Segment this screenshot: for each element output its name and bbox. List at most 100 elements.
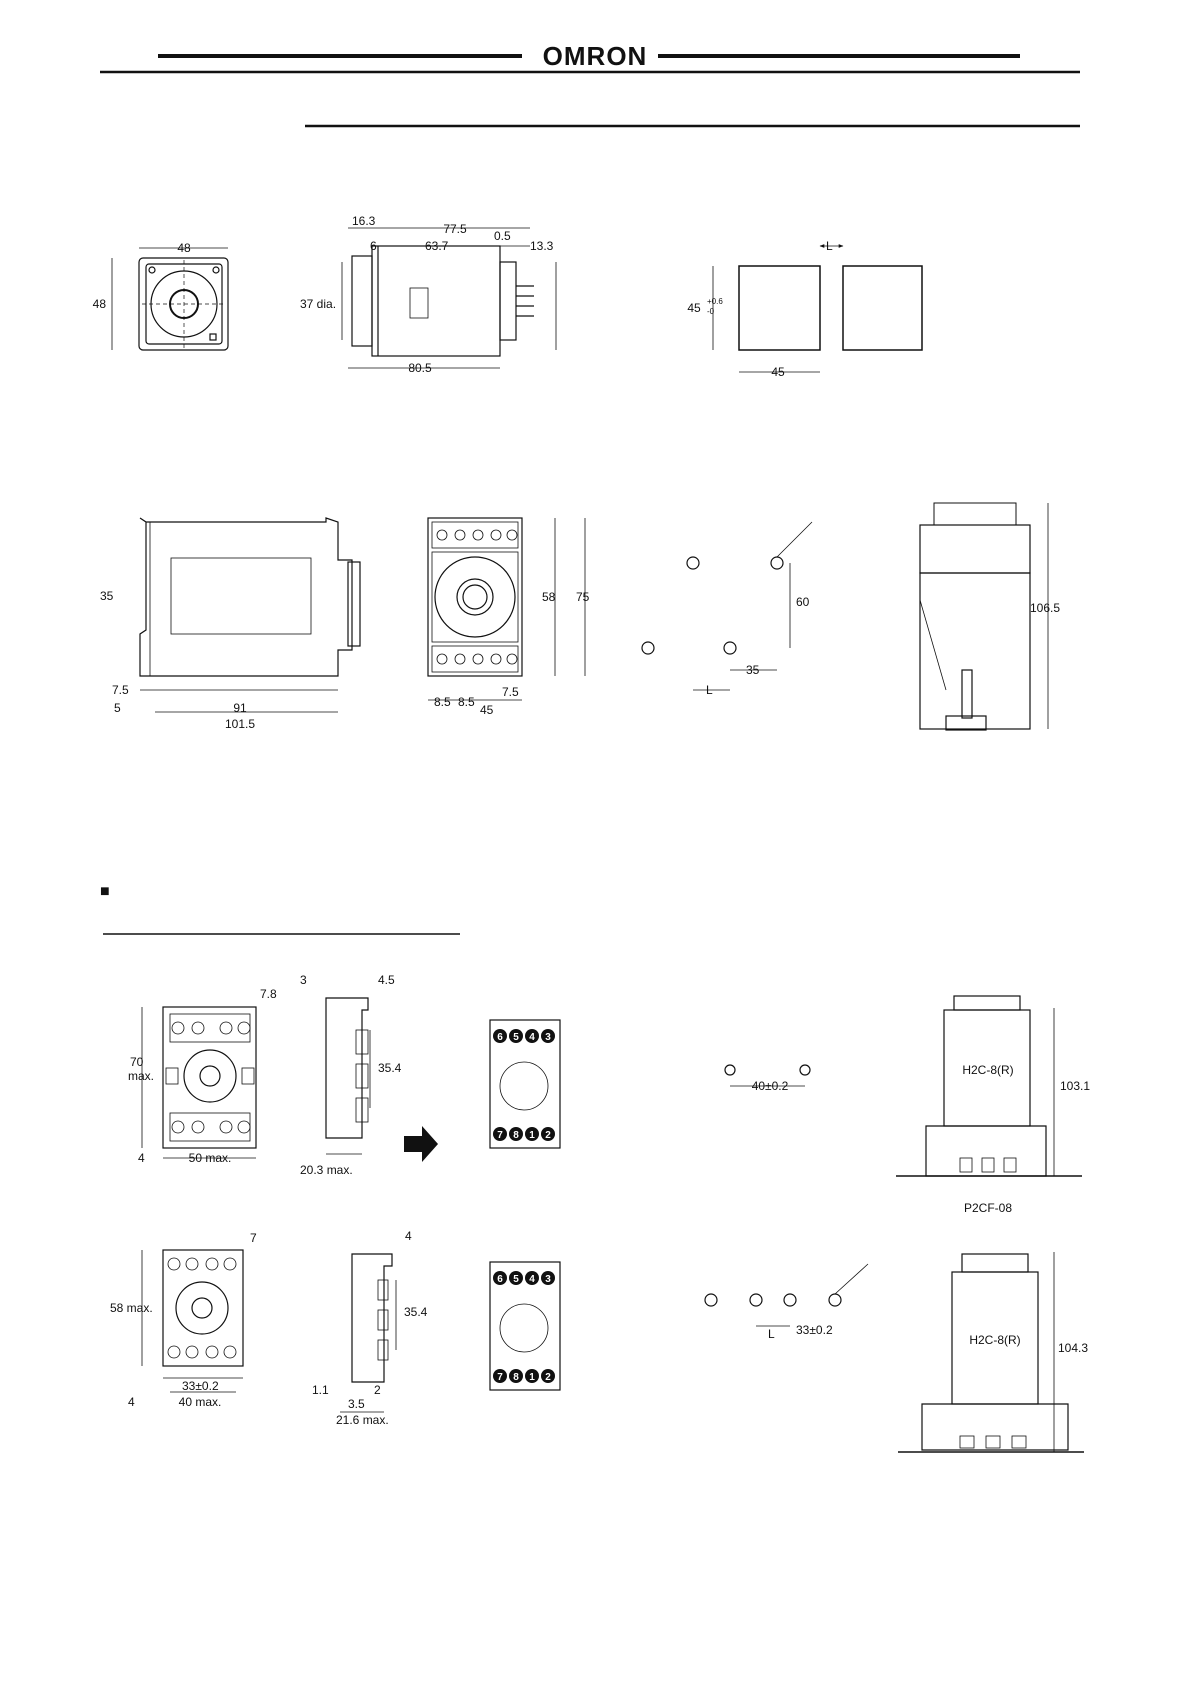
socket1-model-label: H2C-8(R) — [962, 1063, 1013, 1077]
side-dim-dia: 37 dia. — [300, 297, 336, 311]
socket2-model-label: H2C-8(R) — [969, 1333, 1020, 1347]
pin-badge — [541, 1029, 555, 1043]
socket1-dim-70: 70 — [130, 1055, 144, 1069]
socket1-hole-pitch: 40±0.2 — [752, 1079, 789, 1093]
long-side-dim-91: 91 — [233, 701, 247, 715]
pin-number: 7 — [497, 1130, 503, 1141]
terminal-front-dim-7-5: 7.5 — [502, 685, 519, 699]
cutout-height-tol-plus: +0.6 — [707, 297, 723, 306]
pin-number: 8 — [513, 1130, 519, 1141]
socket2-height-104-3: 104.3 — [1058, 1341, 1088, 1355]
socket1-socket-model: P2CF-08 — [964, 1201, 1012, 1215]
socket2-dim-7: 7 — [250, 1231, 257, 1245]
pin-badge — [509, 1271, 523, 1285]
socket1-screws — [171, 1021, 251, 1134]
terminal-front-dim-8-5a: 8.5 — [434, 695, 451, 709]
socket2-dim-40max: 40 max. — [179, 1395, 222, 1409]
omron-logo: OMRON — [543, 41, 648, 71]
socket2-side-dim-4: 4 — [405, 1229, 412, 1243]
pin-number: 5 — [513, 1274, 519, 1285]
pin-number: 8 — [513, 1372, 519, 1383]
pin-badge — [525, 1029, 539, 1043]
panel-cutout — [712, 244, 923, 373]
pin-number: 2 — [545, 1372, 551, 1383]
front-height-dim: 48 — [93, 297, 107, 311]
pin-number: 4 — [529, 1274, 535, 1285]
mounting-holes-diagram — [641, 521, 813, 691]
pin-number: 1 — [529, 1372, 535, 1383]
pin-number: 1 — [529, 1130, 535, 1141]
pin-badge — [493, 1127, 507, 1141]
socket2-dim-33: 33±0.2 — [182, 1379, 219, 1393]
terminal-front-dim-45: 45 — [480, 703, 494, 717]
pin-badge — [525, 1271, 539, 1285]
pin-badge — [509, 1369, 523, 1383]
socket2-side-dim-21-6: 21.6 max. — [336, 1413, 389, 1427]
pin-number: 3 — [545, 1274, 551, 1285]
pin-number: 6 — [497, 1032, 503, 1043]
socket2-holes — [704, 1263, 869, 1327]
pin-badge — [525, 1127, 539, 1141]
socket2-dim-4: 4 — [128, 1395, 135, 1409]
pin-number: 5 — [513, 1032, 519, 1043]
terminal-front-dim-75: 75 — [576, 590, 590, 604]
cutout-height-tol-minus: -0 — [707, 307, 715, 316]
socket1-front-view — [141, 1006, 257, 1159]
pin-number: 6 — [497, 1274, 503, 1285]
mounted-height-106-5: 106.5 — [1030, 601, 1060, 615]
pin-badge — [541, 1369, 555, 1383]
cutout-width-dim: 45 — [771, 365, 785, 379]
pin-badge — [493, 1271, 507, 1285]
section-marker: ■ — [100, 883, 110, 900]
pin-number: 2 — [545, 1130, 551, 1141]
terminal-front-dim-8-5b: 8.5 — [458, 695, 475, 709]
socket1-dim-7-8: 7.8 — [260, 987, 277, 1001]
side-dim-13-3: 13.3 — [530, 239, 554, 253]
socket2-screws — [167, 1257, 237, 1359]
holes-dim-60: 60 — [796, 595, 810, 609]
cutout-height-dim: 45 — [687, 301, 701, 315]
cutout-gap-L: L — [826, 239, 833, 253]
socket1-side-view — [325, 997, 371, 1155]
socket1-side-dim-35-4: 35.4 — [378, 1061, 402, 1075]
side-dim-16-3: 16.3 — [352, 214, 376, 228]
pin-badge — [509, 1127, 523, 1141]
front-width-dim: 48 — [177, 241, 191, 255]
long-side-dim-101-5: 101.5 — [225, 717, 255, 731]
pin-number: 3 — [545, 1032, 551, 1043]
side-dim-6: 6 — [370, 239, 377, 253]
socket2-hole-gap-L: L — [768, 1327, 775, 1341]
pin-badge — [525, 1369, 539, 1383]
socket1-mounted-view — [896, 995, 1082, 1177]
pin-number: 4 — [529, 1032, 535, 1043]
terminal-screws — [436, 529, 518, 665]
socket2-dim-58max: 58 max. — [110, 1301, 153, 1315]
pin-badge — [509, 1029, 523, 1043]
socket2-pin-diagram — [489, 1261, 561, 1391]
socket1-pin-diagram — [489, 1019, 561, 1149]
long-side-dim-35: 35 — [100, 589, 114, 603]
socket1-side-dim-20-3: 20.3 max. — [300, 1163, 353, 1177]
timer-side-view — [341, 227, 557, 369]
pin-badge — [541, 1271, 555, 1285]
timer-mounted-side-view — [919, 502, 1049, 731]
holes-gap-L: L — [706, 683, 713, 697]
socket1-side-dim-4-5: 4.5 — [378, 973, 395, 987]
socket1-dim-4: 4 — [138, 1151, 145, 1165]
side-dim-80-5: 80.5 — [408, 361, 432, 375]
socket2-side-dim-35-4: 35.4 — [404, 1305, 428, 1319]
socket1-height-103-1: 103.1 — [1060, 1079, 1090, 1093]
timer-long-side-view — [139, 517, 361, 713]
socket1-dim-max: max. — [128, 1069, 154, 1083]
pin-number: 7 — [497, 1372, 503, 1383]
socket1-dim-50max: 50 max. — [189, 1151, 232, 1165]
socket2-side-view — [340, 1253, 397, 1413]
socket2-side-dim-2: 2 — [374, 1383, 381, 1397]
socket2-mounted-view — [898, 1252, 1084, 1453]
socket1-holes — [724, 1064, 811, 1087]
timer-terminal-front-view — [427, 517, 586, 701]
